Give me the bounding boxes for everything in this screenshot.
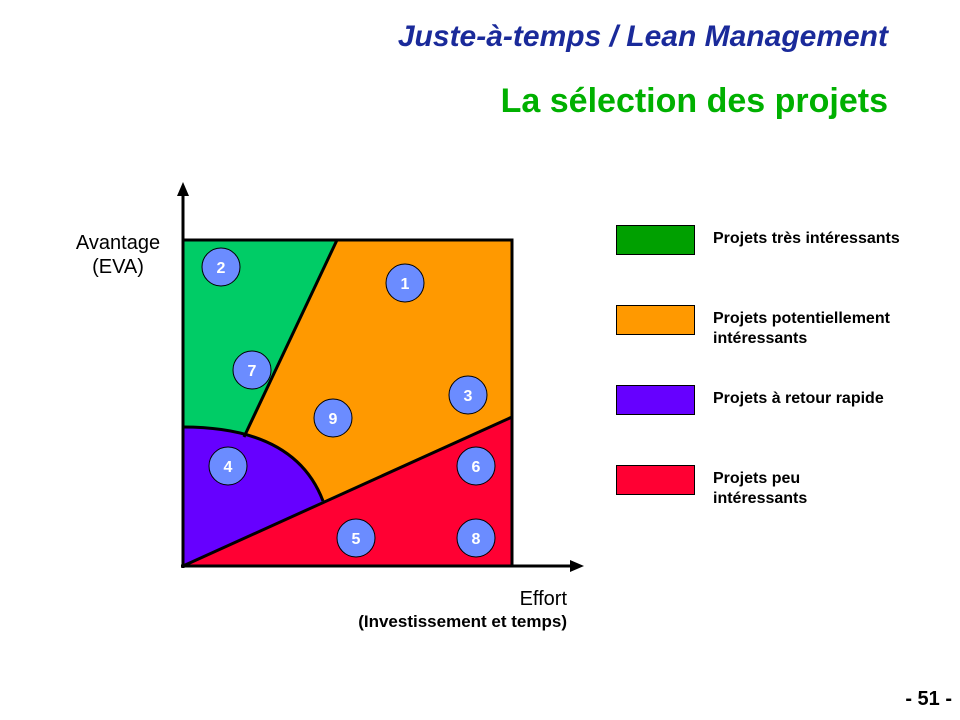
project-number: 9 [329,411,338,428]
project-number: 6 [472,459,481,476]
project-bubble-2: 2 [201,247,241,287]
boundary-arc [182,425,325,502]
boundary-diagonal [182,415,513,568]
x-axis-label-line1: Effort [519,588,567,610]
legend-swatch-orange [616,305,695,335]
page-title: Juste-à-temps / Lean Management [397,20,888,53]
project-number: 8 [472,531,481,548]
page-number: - 51 - [905,688,952,710]
project-number: 5 [352,531,361,548]
y-axis-arrow [177,182,189,196]
project-bubble-1: 1 [385,263,425,303]
legend-label: Projets à retour rapide [713,390,884,407]
y-axis-label-line1: Avantage [75,232,161,254]
legend-swatch-green [616,225,695,255]
zone-green [183,240,337,437]
legend-swatch-red [616,465,695,495]
project-number: 4 [224,459,233,476]
legend-label: Projets très intéressants [713,230,900,247]
project-bubble-8: 8 [456,518,496,558]
project-bubble-9: 9 [313,398,353,438]
page-subtitle: La sélection des projets [500,82,888,120]
legend-label: Projets potentiellement intéressants [713,310,890,347]
project-bubble-4: 4 [208,446,248,486]
x-axis-arrow [570,560,584,572]
project-number: 2 [217,260,226,277]
x-axis-label-line2: (Investissement et temps) [358,612,567,631]
project-number: 1 [401,276,410,293]
x-axis-label: Effort (Investissement et temps) [358,587,567,633]
project-number: 3 [464,388,473,405]
y-axis-label: Avantage (EVA) [56,231,180,279]
legend-swatch-purple [616,385,695,415]
project-bubble-5: 5 [336,518,376,558]
boundary-green-orange [242,239,339,438]
legend-label: Projets peu intéressants [713,470,808,507]
project-bubble-3: 3 [448,375,488,415]
project-bubble-6: 6 [456,446,496,486]
y-axis-label-line2: (EVA) [92,256,144,278]
zone-orange [244,240,512,501]
project-number: 7 [248,363,257,380]
project-bubble-7: 7 [232,350,272,390]
